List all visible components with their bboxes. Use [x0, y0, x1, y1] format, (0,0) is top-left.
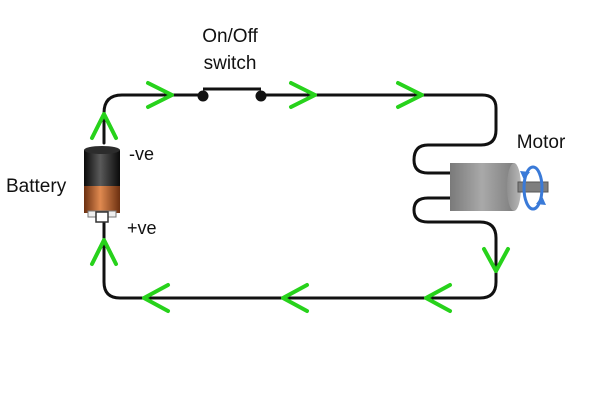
- arrow-right: [396, 81, 424, 109]
- wire-motor-loop: [102, 196, 498, 300]
- switch-terminal-right: [255, 90, 267, 102]
- motor-end-cap: [507, 163, 521, 211]
- battery-top: [84, 150, 120, 188]
- motor-label: Motor: [517, 132, 566, 153]
- arrow-up: [90, 112, 118, 140]
- motor: [450, 163, 549, 211]
- wire-top-right: [259, 93, 498, 175]
- arrow-left: [424, 283, 452, 313]
- arrow-left: [281, 283, 309, 313]
- switch-label-line2: switch: [204, 53, 257, 74]
- switch-label-line1: On/Off: [202, 26, 258, 47]
- battery: [84, 146, 120, 223]
- battery-terminal-post: [95, 211, 109, 223]
- negative-terminal-label: -ve: [129, 144, 154, 164]
- battery-bottom: [84, 186, 120, 213]
- positive-terminal-label: +ve: [127, 218, 157, 238]
- motor-body: [450, 163, 514, 211]
- on-off-switch: [197, 87, 267, 102]
- battery-top-cap: [84, 146, 120, 154]
- switch-terminal-left: [197, 90, 209, 102]
- motor-shaft: [517, 181, 549, 193]
- circuit-wires: [102, 93, 498, 300]
- battery-label: Battery: [6, 176, 67, 197]
- arrow-right: [289, 81, 317, 109]
- current-arrows: [90, 81, 510, 313]
- circular-arrow-icon: [520, 165, 546, 211]
- arrow-right: [146, 81, 174, 109]
- arrow-down: [482, 247, 510, 273]
- arrow-up: [90, 238, 118, 266]
- arrow-left: [142, 283, 170, 313]
